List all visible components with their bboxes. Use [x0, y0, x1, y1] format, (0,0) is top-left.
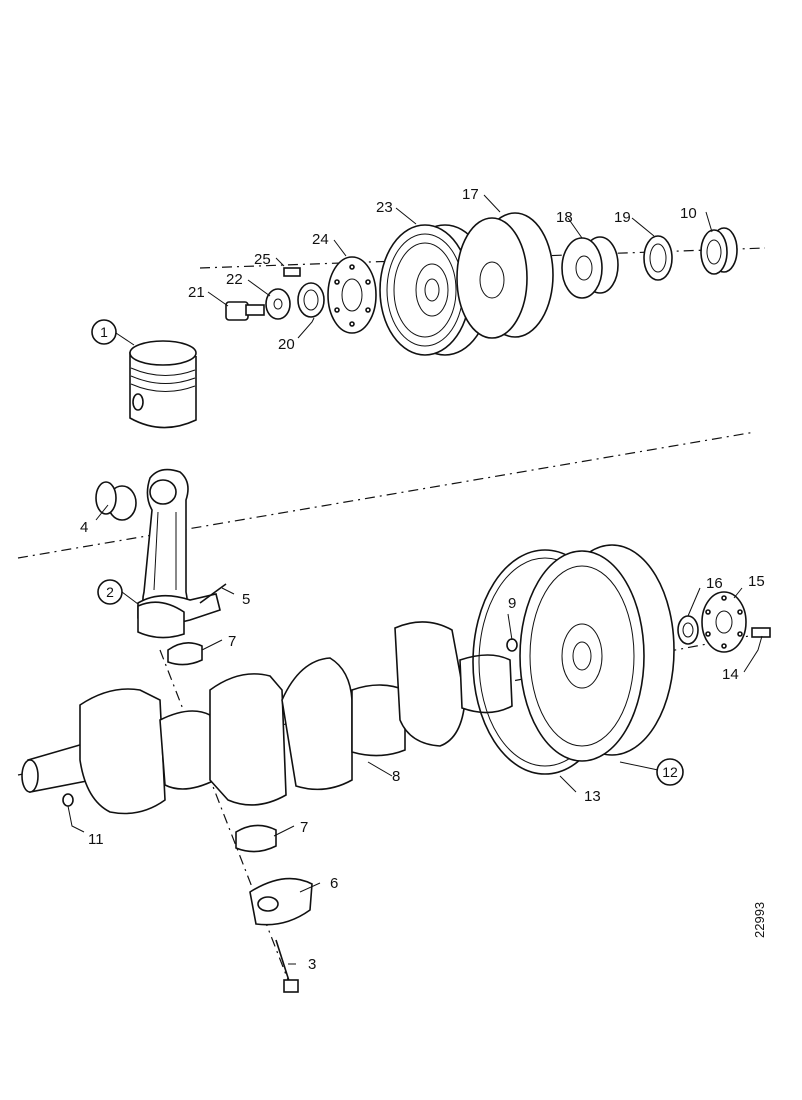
- part-12-flywheel: [519, 544, 675, 762]
- callout-12: 12: [656, 758, 684, 786]
- part-18-gear-hub: [561, 236, 619, 299]
- callout-23: 23: [376, 199, 393, 216]
- callout-7b: 7: [300, 819, 308, 836]
- part-21-bolt: [225, 301, 265, 321]
- callout-14: 14: [722, 666, 739, 683]
- connecting-rod: [137, 468, 221, 625]
- drawing-reference-number: 22993: [752, 901, 767, 938]
- part-14-flywheel-bolt: [751, 627, 771, 638]
- callout-5: 5: [242, 591, 250, 608]
- part-15-flange-plate: [701, 591, 747, 653]
- part-7-main-bearing-lower: [235, 824, 277, 853]
- part-22-washer: [265, 288, 291, 320]
- callout-21: 21: [188, 284, 205, 301]
- leader-lines: [67, 194, 763, 965]
- part-6-main-bearing-cap: [249, 877, 313, 926]
- part-17-vibration-damper: [456, 212, 554, 339]
- callout-15: 15: [748, 573, 765, 590]
- callout-22: 22: [226, 271, 243, 288]
- svg-text:12: 12: [662, 764, 678, 780]
- part-8-crankshaft: [21, 621, 513, 815]
- part-2-rod-bearing-cap: [137, 601, 185, 639]
- callout-1: 1: [91, 319, 117, 345]
- part-5-pin: [199, 583, 227, 604]
- conrod-axis-line: [159, 649, 291, 986]
- part-9-dowel: [506, 638, 518, 652]
- callout-13: 13: [584, 788, 601, 805]
- svg-text:2: 2: [106, 584, 114, 600]
- callout-19: 19: [614, 209, 631, 226]
- callout-16: 16: [706, 575, 723, 592]
- callout-2: 2: [97, 579, 123, 605]
- callout-11: 11: [88, 831, 104, 848]
- callout-9: 9: [508, 595, 516, 612]
- section-divider-line: [17, 431, 756, 559]
- svg-text:1: 1: [100, 324, 108, 340]
- part-20-seal: [297, 282, 325, 318]
- callout-17: 17: [462, 186, 479, 203]
- callout-6: 6: [330, 875, 338, 892]
- callout-20: 20: [278, 336, 295, 353]
- callout-25: 25: [254, 251, 271, 268]
- part-19-seal-ring: [643, 235, 673, 281]
- part-16-pilot-bearing: [677, 615, 699, 645]
- callout-24: 24: [312, 231, 329, 248]
- callout-3: 3: [308, 956, 316, 973]
- part-11-key: [62, 793, 74, 807]
- callout-4: 4: [80, 519, 88, 536]
- part-3-cap-bolt: [275, 939, 299, 993]
- part-25-screw: [283, 267, 301, 277]
- callout-18: 18: [556, 209, 573, 226]
- callout-7a: 7: [228, 633, 236, 650]
- part-7-main-bearing-upper: [167, 642, 203, 666]
- callout-8: 8: [392, 768, 400, 785]
- part-24-hub-plate: [327, 256, 377, 334]
- callout-10: 10: [680, 205, 697, 222]
- part-10-timing-gear: [700, 227, 738, 275]
- part-4-piston-pin-bush: [95, 481, 137, 521]
- part-1-piston: [129, 340, 197, 429]
